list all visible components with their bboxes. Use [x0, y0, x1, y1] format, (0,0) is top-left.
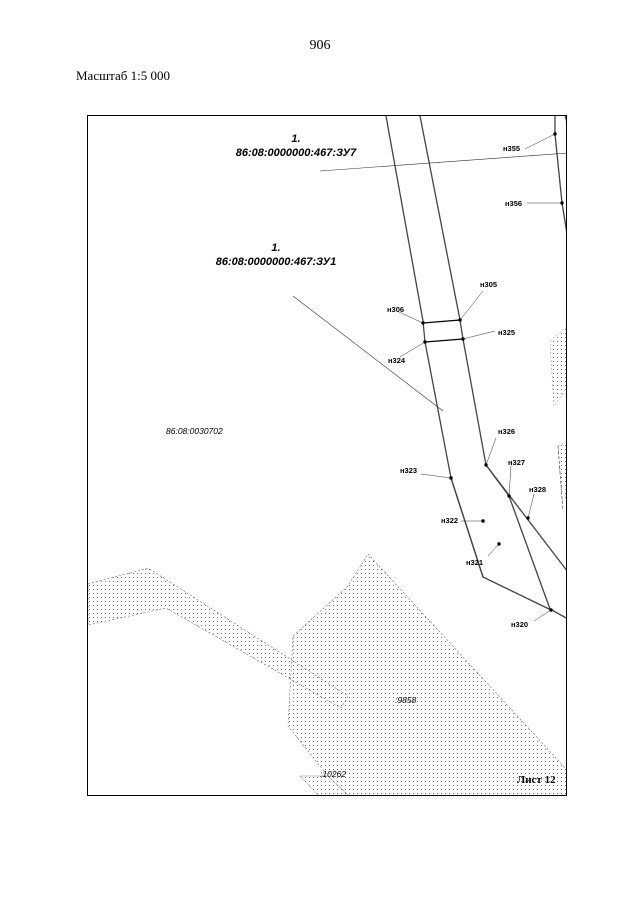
map-frame: 1. 86:08:0000000:467:ЗУ7 1. 86:08:000000…	[87, 115, 567, 796]
point-label-n324: н324	[388, 356, 406, 365]
point-label-n326: н326	[498, 427, 515, 436]
point-label-n306: н306	[387, 305, 404, 314]
plot-title-zu7-code: 86:08:0000000:467:ЗУ7	[236, 147, 357, 159]
road-crossline-2	[424, 338, 464, 343]
boundary-points	[421, 132, 564, 612]
page-number: 906	[309, 38, 331, 53]
dotted-zone-right-mid	[557, 441, 566, 502]
road-lower-left	[450, 477, 552, 611]
block-label: 86:08:0030702	[166, 426, 223, 436]
parcel-label-10262: :10262	[320, 769, 346, 779]
right-boundary-2	[564, 116, 566, 122]
road-left-edge	[385, 116, 484, 578]
point-label-n328: н328	[529, 485, 546, 494]
road-right-edge	[419, 116, 566, 619]
parcel-label-9858: :9858	[395, 695, 417, 705]
plot-title-zu7-num: 1.	[291, 133, 300, 145]
plot-title-zu1-num: 1.	[271, 242, 280, 254]
dotted-zone-parcel-9858	[287, 553, 566, 795]
point-label-n356: н356	[505, 199, 522, 208]
road-crossline-1	[422, 319, 461, 324]
right-dashed-line	[557, 445, 564, 512]
point-label-n323: н323	[400, 466, 417, 475]
plot-title-zu1-code: 86:08:0000000:467:ЗУ1	[216, 256, 337, 268]
point-leaders	[398, 133, 562, 622]
point-label-n327: н327	[508, 458, 525, 467]
point-label-n325: н325	[498, 328, 515, 337]
scale-label: Масштаб 1:5 000	[76, 68, 170, 83]
point-label-n322: н322	[441, 516, 458, 525]
zu1-leader	[292, 295, 444, 412]
sheet-label: Лист 12	[517, 774, 556, 786]
point-label-n321: н321	[466, 558, 483, 567]
cadastral-map: 1. 86:08:0000000:467:ЗУ7 1. 86:08:000000…	[88, 116, 566, 795]
point-label-n355: н355	[503, 144, 520, 153]
dotted-zone-right-top	[549, 327, 566, 407]
dotted-zone-bottom	[299, 775, 349, 795]
point-label-n305: н305	[480, 280, 497, 289]
zu7-leader	[319, 152, 566, 172]
right-boundary	[554, 116, 566, 232]
point-label-n320: н320	[511, 620, 528, 629]
